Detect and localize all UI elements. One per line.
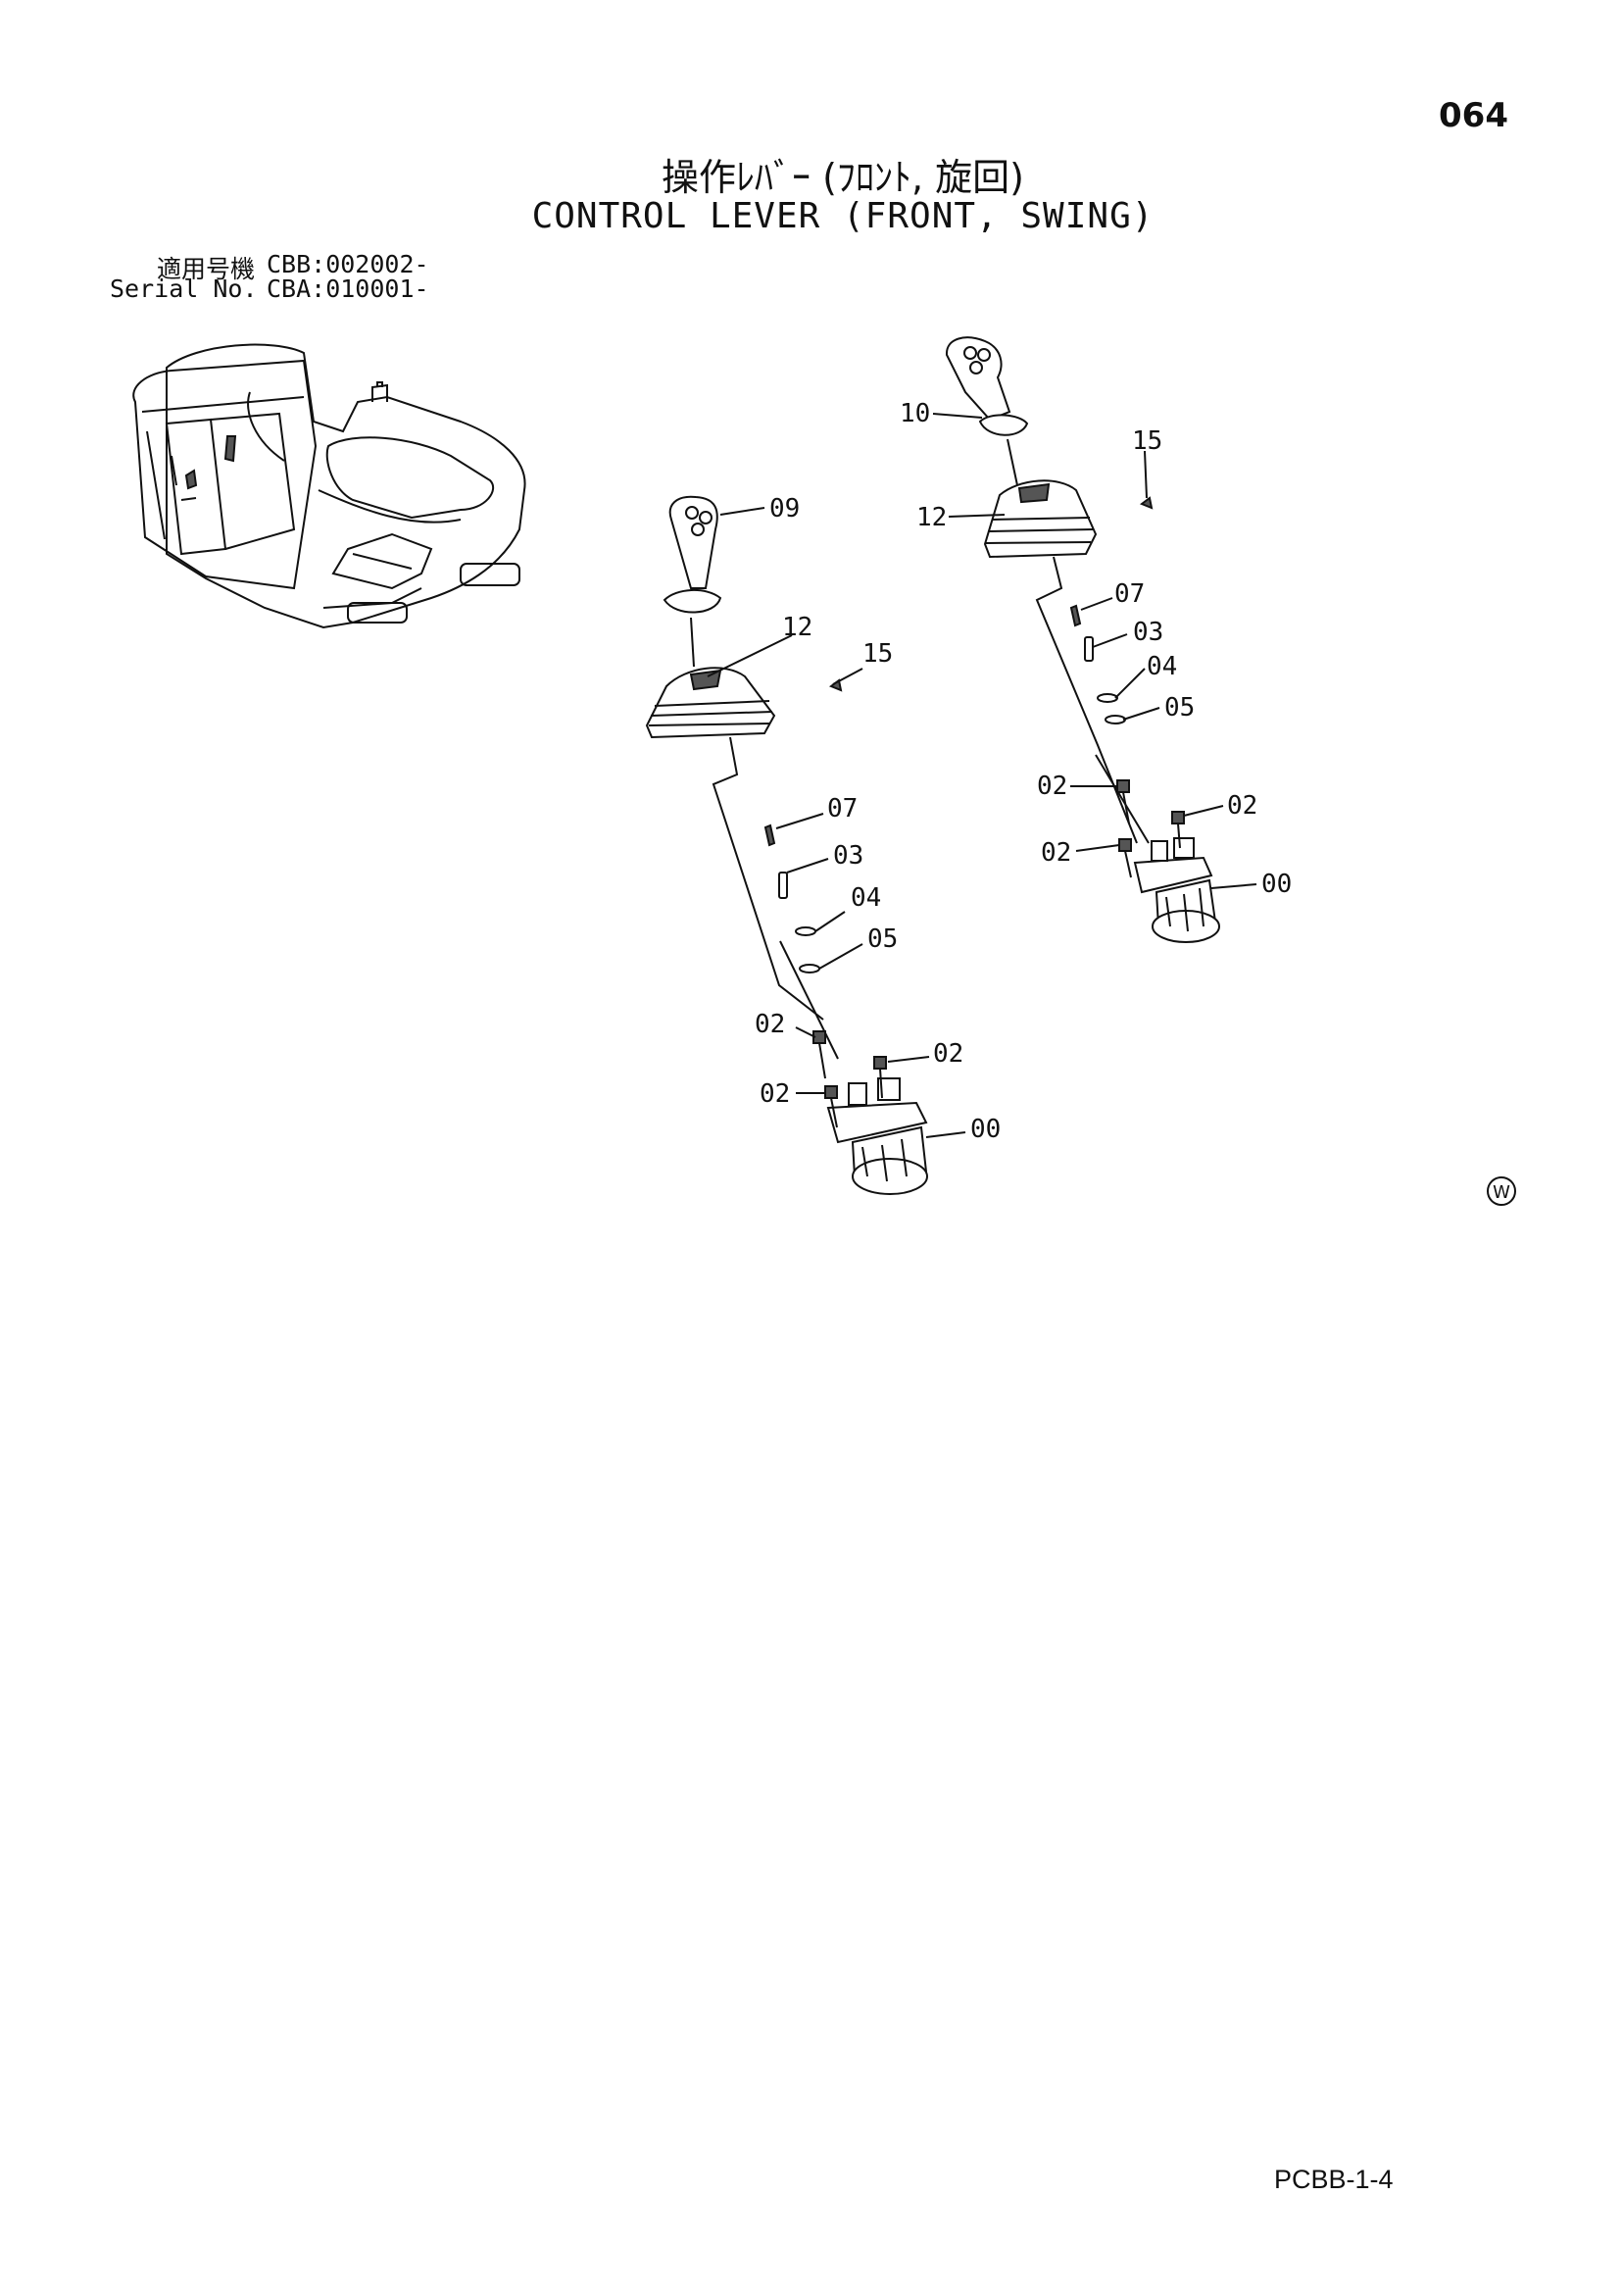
callout-left-07: 07 [827,794,858,824]
callout-right-04: 04 [1147,652,1177,681]
left-pilot-valve [826,1077,928,1195]
right-lever-assembly: 10 15 12 07 03 04 05 02 02 02 00 [900,336,1292,943]
callout-right-12: 12 [916,503,947,532]
callout-right-00: 00 [1261,870,1292,899]
callout-left-02c: 02 [760,1079,790,1109]
w-mark: W [1487,1176,1516,1206]
right-lever-grip [945,336,1029,486]
serial-label-english: Serial No. [110,275,258,303]
callout-right-10: 10 [900,399,930,428]
callout-left-05: 05 [867,924,898,954]
left-lever-grip [663,495,722,668]
serial-value-1: CBB:002002- [267,250,429,278]
callout-left-03: 03 [833,841,863,871]
callout-left-02a: 02 [755,1010,785,1039]
callout-right-15: 15 [1132,426,1162,456]
left-bolts [812,1030,887,1128]
callout-left-15: 15 [862,639,893,669]
left-lever-boot [645,667,776,739]
right-lever-boot [983,479,1098,559]
right-pilot-valve [1133,837,1220,943]
callout-left-02b: 02 [933,1039,963,1069]
left-small-parts [763,678,843,973]
w-mark-letter: W [1493,1182,1510,1203]
callout-right-07: 07 [1114,579,1145,609]
right-small-parts [1069,496,1154,724]
title-english: CONTROL LEVER (FRONT, SWING) [531,196,1155,236]
page-code: PCBB-1-4 [1274,2165,1394,2194]
callout-right-02c: 02 [1041,838,1071,868]
excavator-locator-illustration [132,343,526,629]
callout-left-09: 09 [769,494,800,524]
serial-value-2: CBA:010001- [267,275,429,303]
page-number: 064 [1439,96,1508,135]
right-bolts [1116,779,1185,878]
callout-right-03: 03 [1133,618,1163,647]
title-japanese: 操作ﾚﾊﾞｰ (ﾌﾛﾝﾄ, 旋回) [662,156,1024,199]
callout-right-02b: 02 [1227,791,1257,821]
serial-label-japanese: 適用号機 [156,255,255,283]
callout-left-12: 12 [782,613,812,642]
callout-left-04: 04 [851,883,881,913]
callout-right-02a: 02 [1037,772,1067,801]
callout-left-00: 00 [970,1115,1001,1144]
callout-right-05: 05 [1164,693,1195,723]
left-lever-assembly: 09 12 15 07 03 04 05 02 02 02 00 [645,494,1001,1195]
